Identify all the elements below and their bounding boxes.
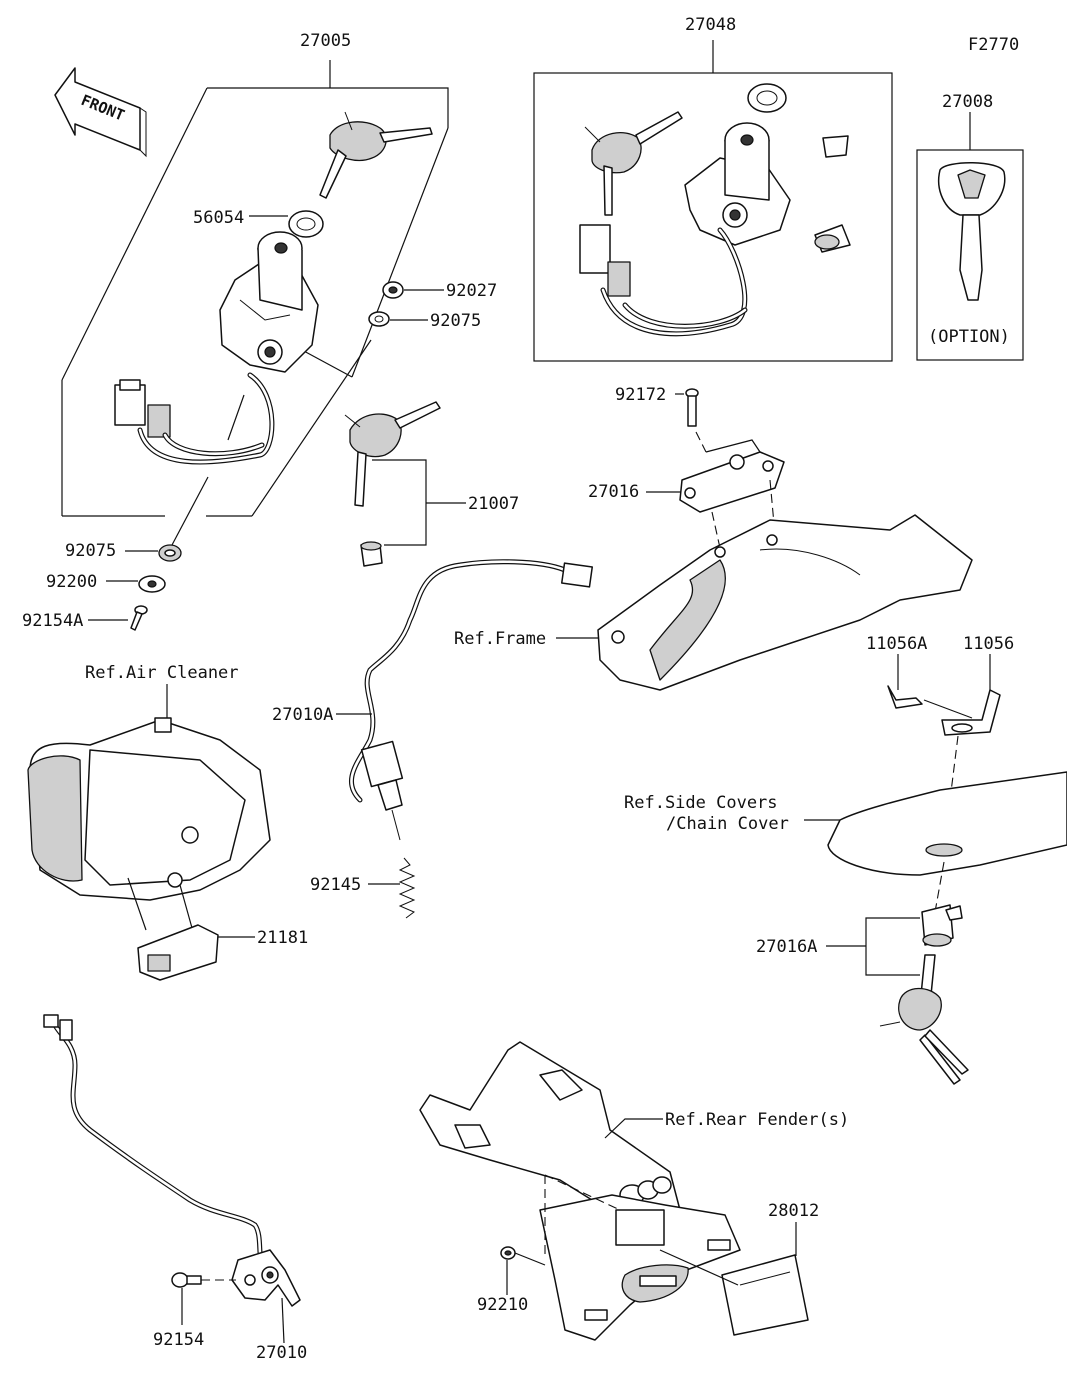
- label-92075-bottom: 92075: [65, 541, 116, 561]
- label-11056: 11056: [963, 634, 1014, 654]
- cable-27010-icon: [43, 1014, 265, 1268]
- ref-air-cleaner: Ref.Air Cleaner: [85, 663, 239, 683]
- connector-27048-icon: [579, 224, 748, 337]
- option-key-icon: [938, 162, 1006, 301]
- nut-icon-92210: [500, 1246, 516, 1260]
- label-21181: 21181: [257, 928, 308, 948]
- connector-icon: [114, 372, 275, 465]
- front-arrow-icon: FRONT: [54, 67, 147, 158]
- label-27016: 27016: [588, 482, 639, 502]
- side-cover-icon: [827, 771, 1067, 876]
- bracket-icon-27016: [679, 451, 785, 513]
- ignition-switch-27048-icon: [684, 122, 851, 253]
- bracket-icon-11056: [941, 689, 1001, 736]
- switch-icon-27010: [231, 1249, 301, 1307]
- label-92027: 92027: [446, 281, 497, 301]
- spring-icon-92145: [398, 857, 416, 919]
- label-28012: 28012: [768, 1201, 819, 1221]
- bolt-icon-92154: [171, 1272, 202, 1288]
- ignition-key-icon: [319, 111, 433, 199]
- group-27005-outline: [61, 60, 449, 517]
- clip-icon-11056A: [887, 685, 923, 709]
- label-92154A: 92154A: [22, 611, 83, 631]
- label-27010A: 27010A: [272, 705, 333, 725]
- label-92200: 92200: [46, 572, 97, 592]
- reflector-icon-28012: [721, 1254, 809, 1336]
- ref-side-covers-2: /Chain Cover: [666, 814, 789, 834]
- sensor-icon-21181: [137, 924, 219, 981]
- key-lock-set-icon: [344, 401, 441, 567]
- label-27010: 27010: [256, 1343, 307, 1363]
- cable-27010A-icon: [348, 559, 594, 841]
- washer-icon: [288, 210, 324, 238]
- label-92075-top: 92075: [430, 311, 481, 331]
- label-56054: 56054: [193, 208, 244, 228]
- option-label: (OPTION): [928, 327, 1010, 347]
- label-27005: 27005: [300, 31, 351, 51]
- ignition-switch-icon: [219, 231, 319, 373]
- rear-fender-icon: [419, 1041, 741, 1341]
- label-27016A: 27016A: [756, 937, 817, 957]
- label-92154: 92154: [153, 1330, 204, 1350]
- label-92210: 92210: [477, 1295, 528, 1315]
- frame-icon: [597, 514, 973, 691]
- label-11056A: 11056A: [866, 634, 927, 654]
- diagram-id: F2770: [968, 35, 1019, 55]
- ref-rear-fender: Ref.Rear Fender(s): [665, 1110, 849, 1130]
- label-92172: 92172: [615, 385, 666, 405]
- screw-icon-92154A: [130, 605, 148, 631]
- key-set-27048-icon: [584, 83, 787, 216]
- washer-icon-92075: [368, 311, 390, 327]
- label-21007: 21007: [468, 494, 519, 514]
- air-cleaner-icon: [27, 717, 271, 901]
- label-27008: 27008: [942, 92, 993, 112]
- bolt-icon-92172: [685, 388, 699, 427]
- lock-set-27016A-icon: [879, 904, 969, 1085]
- ref-frame: Ref.Frame: [454, 629, 546, 649]
- ref-side-covers-1: Ref.Side Covers: [624, 793, 778, 813]
- label-27048: 27048: [685, 15, 736, 35]
- label-92145: 92145: [310, 875, 361, 895]
